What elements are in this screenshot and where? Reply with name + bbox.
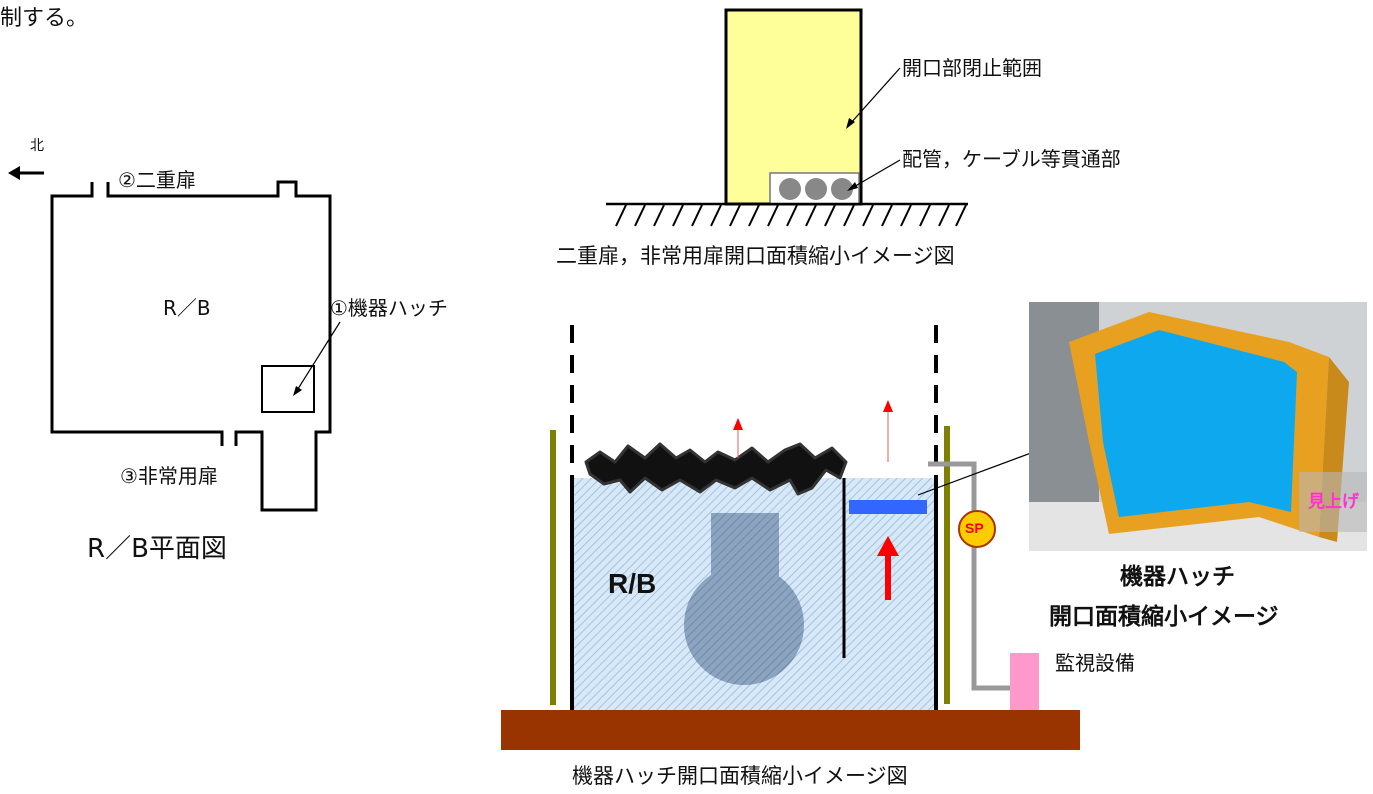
- hatch-photo: 見上げ: [1029, 302, 1367, 551]
- hatch-label: ①機器ハッチ: [330, 296, 448, 320]
- flow-arrow-icon: [877, 536, 899, 556]
- pipe-icon: [805, 178, 827, 200]
- rb-section-label: R/B: [608, 568, 657, 599]
- monitor-label: 監視設備: [1055, 651, 1135, 675]
- rb-outline: [50, 180, 332, 512]
- air-flow-arrow-icon: [733, 418, 743, 430]
- sp-circle: [958, 510, 996, 548]
- closure-range-label: 開口部閉止範囲: [902, 56, 1042, 80]
- pipe-icon: [779, 178, 801, 200]
- door-opening-rect: [724, 8, 863, 206]
- photo-overlay-label: 見上げ: [1308, 492, 1359, 512]
- penetration-label: 配管，ケーブル等貫通部: [902, 147, 1121, 171]
- north-arrow-icon: [8, 166, 44, 180]
- pipe-icon: [831, 178, 853, 200]
- floor-slab: [501, 710, 1080, 750]
- header-fragment-text: 制する。: [0, 6, 89, 31]
- photo-caption-line1: 機器ハッチ: [1120, 564, 1235, 590]
- door2-label: ②二重扉: [118, 168, 196, 192]
- right-olive-wall: [944, 426, 950, 704]
- door3-label: ③非常用扉: [120, 464, 218, 488]
- north-label: 北: [30, 138, 44, 154]
- equipment-hatch-box: [261, 365, 315, 413]
- door-diagram-caption: 二重扉，非常用扉開口面積縮小イメージ図: [556, 244, 955, 268]
- reactor-vessel: [684, 565, 804, 685]
- monitor-box: [1010, 653, 1039, 714]
- air-flow-arrow-icon: [883, 400, 893, 412]
- ground-hatching: [615, 204, 967, 227]
- debris-shape: [584, 442, 848, 496]
- sp-label: SP: [965, 520, 984, 536]
- hatch-diagram-caption: 機器ハッチ開口面積縮小イメージ図: [572, 764, 908, 788]
- rb-plan-label: R／B: [163, 296, 211, 320]
- monitoring-pipe: [928, 461, 1012, 691]
- left-olive-wall: [550, 430, 556, 705]
- photo-caption-line2: 開口面積縮小イメージ: [1049, 604, 1279, 630]
- blue-closure-panel: [849, 500, 927, 514]
- rb-plan-caption: R／B平面図: [87, 534, 227, 564]
